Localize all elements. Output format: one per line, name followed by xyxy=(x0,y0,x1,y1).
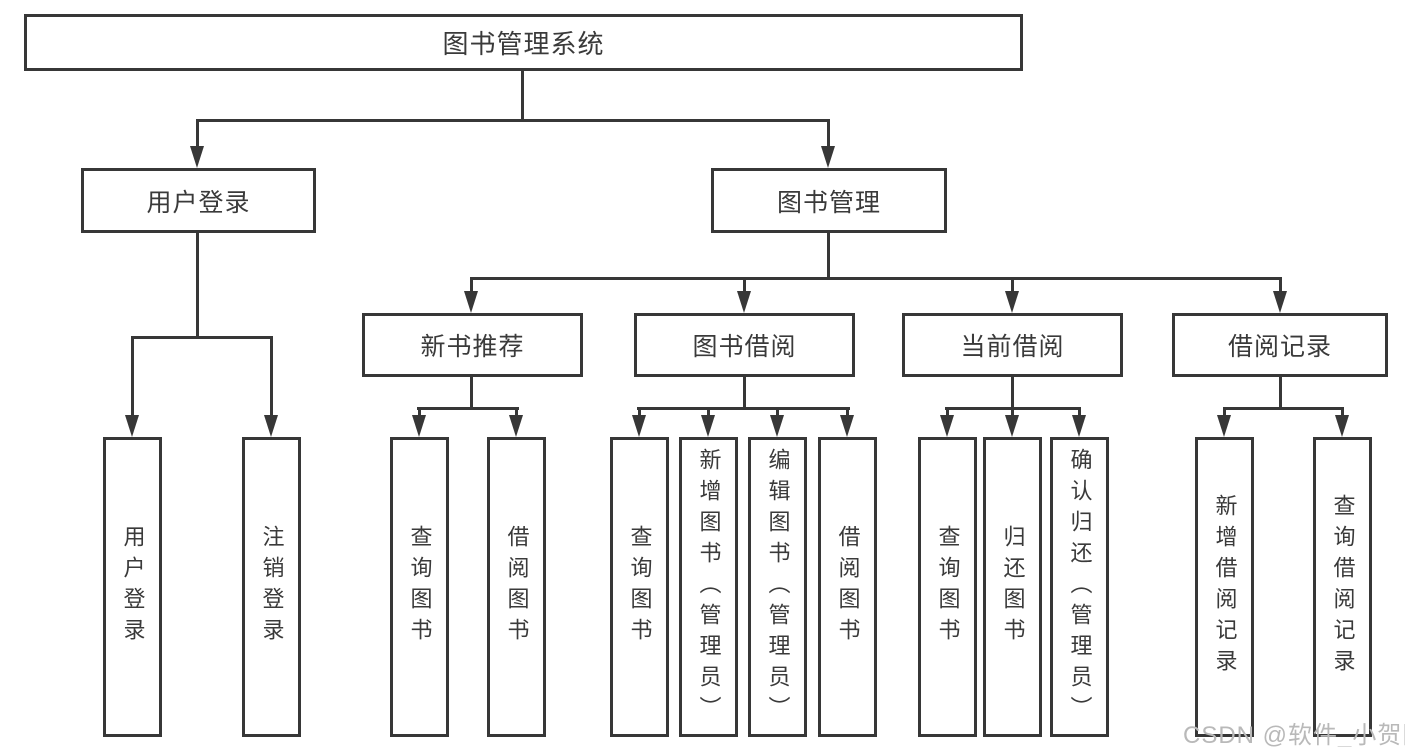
arrowhead-leaf-7 xyxy=(770,415,784,437)
leaf-label: 查询图书 xyxy=(407,525,433,649)
connector-user-login-stem xyxy=(196,232,199,336)
connector-current-borrow-stem xyxy=(1011,377,1014,407)
connector-borrow-records-rail xyxy=(1223,407,1344,410)
leaf-query-books-current: 查询图书 xyxy=(918,437,977,737)
leaf-borrow-books-recommend: 借阅图书 xyxy=(487,437,546,737)
connector-level2-rail xyxy=(196,119,830,122)
node-label: 借阅记录 xyxy=(1227,333,1332,361)
connector-book-borrow-stem xyxy=(743,377,746,407)
connector-drop-leaf-12 xyxy=(1223,407,1226,419)
leaf-label: 查询图书 xyxy=(935,525,961,649)
connector-drop-leaf-13 xyxy=(1341,407,1344,419)
leaf-confirm-return-admin: 确认归还（管理员） xyxy=(1050,437,1109,737)
arrowhead-book-management xyxy=(821,146,835,168)
connector-drop-leaf-3 xyxy=(418,407,421,419)
connector-root-stem xyxy=(521,70,524,121)
connector-new-book-rail xyxy=(417,407,519,410)
connector-borrow-records-stem xyxy=(1279,377,1282,407)
leaf-label: 新增图书（管理员） xyxy=(696,447,722,727)
leaf-add-borrow-record: 新增借阅记录 xyxy=(1195,437,1254,737)
connector-new-book-stem xyxy=(470,377,473,407)
leaf-add-books-admin: 新增图书（管理员） xyxy=(679,437,738,737)
connector-book-management-stem xyxy=(827,232,830,277)
connector-drop-current-borrow xyxy=(1011,277,1014,295)
node-library-management-system: 图书管理系统 xyxy=(24,14,1023,71)
leaf-label: 查询图书 xyxy=(627,525,653,649)
arrowhead-user-login xyxy=(190,146,204,168)
node-user-login: 用户登录 xyxy=(81,168,316,233)
connector-drop-leaf-5 xyxy=(638,407,641,419)
node-book-borrowing: 图书借阅 xyxy=(634,313,855,377)
connector-drop-leaf-11 xyxy=(1078,407,1081,419)
connector-drop-leaf-10 xyxy=(1011,407,1014,419)
arrowhead-leaf-5 xyxy=(632,415,646,437)
node-label: 用户登录 xyxy=(146,188,251,217)
node-label: 当前借阅 xyxy=(960,333,1065,361)
connector-drop-leaf-6 xyxy=(707,407,710,419)
connector-user-login-rail xyxy=(131,336,273,339)
arrowhead-leaf-logout xyxy=(264,415,278,437)
leaf-label: 编辑图书（管理员） xyxy=(765,447,791,727)
leaf-borrow-books: 借阅图书 xyxy=(818,437,877,737)
leaf-label: 借阅图书 xyxy=(835,525,861,649)
connector-drop-leaf-8 xyxy=(846,407,849,419)
arrowhead-leaf-9 xyxy=(940,415,954,437)
node-borrowing-records: 借阅记录 xyxy=(1172,313,1388,377)
leaf-logout: 注销登录 xyxy=(242,437,301,737)
arrowhead-current-borrow xyxy=(1005,291,1019,313)
leaf-user-login: 用户登录 xyxy=(103,437,162,737)
leaf-return-books: 归还图书 xyxy=(983,437,1042,737)
leaf-label: 查询借阅记录 xyxy=(1330,494,1356,680)
arrowhead-leaf-6 xyxy=(701,415,715,437)
leaf-query-books-borrow: 查询图书 xyxy=(610,437,669,737)
leaf-label: 归还图书 xyxy=(1000,525,1026,649)
arrowhead-leaf-4 xyxy=(509,415,523,437)
connector-drop-user-login xyxy=(196,119,199,148)
node-label: 图书管理 xyxy=(776,188,881,217)
node-label: 图书借阅 xyxy=(692,333,797,361)
arrowhead-leaf-8 xyxy=(840,415,854,437)
leaf-label: 确认归还（管理员） xyxy=(1067,447,1093,727)
leaf-label: 新增借阅记录 xyxy=(1212,494,1238,680)
connector-drop-book-management xyxy=(827,119,830,148)
connector-drop-leaf-logout xyxy=(270,336,273,418)
connector-level3-rail xyxy=(470,277,1282,280)
leaf-query-borrow-record: 查询借阅记录 xyxy=(1313,437,1372,737)
node-label: 图书管理系统 xyxy=(442,29,605,59)
arrowhead-leaf-13 xyxy=(1335,415,1349,437)
arrowhead-leaf-12 xyxy=(1217,415,1231,437)
node-label: 新书推荐 xyxy=(420,333,525,361)
arrowhead-leaf-3 xyxy=(412,415,426,437)
connector-drop-leaf-7 xyxy=(776,407,779,419)
connector-drop-book-borrow xyxy=(743,277,746,295)
leaf-label: 注销登录 xyxy=(259,525,285,649)
connector-drop-borrow-records xyxy=(1279,277,1282,295)
leaf-label: 借阅图书 xyxy=(504,525,530,649)
csdn-watermark: CSDN @软件_小贺同学 xyxy=(1183,722,1405,747)
arrowhead-new-book xyxy=(464,291,478,313)
connector-book-borrow-rail xyxy=(637,407,850,410)
arrowhead-borrow-records xyxy=(1273,291,1287,313)
node-current-borrowing: 当前借阅 xyxy=(902,313,1123,377)
connector-drop-leaf-9 xyxy=(946,407,949,419)
arrowhead-leaf-10 xyxy=(1005,415,1019,437)
leaf-edit-books-admin: 编辑图书（管理员） xyxy=(748,437,807,737)
node-new-book-recommendation: 新书推荐 xyxy=(362,313,583,377)
leaf-label: 用户登录 xyxy=(120,525,146,649)
leaf-query-books-recommend: 查询图书 xyxy=(390,437,449,737)
arrowhead-leaf-11 xyxy=(1072,415,1086,437)
arrowhead-book-borrow xyxy=(737,291,751,313)
arrowhead-leaf-login xyxy=(125,415,139,437)
connector-drop-leaf-4 xyxy=(515,407,518,419)
connector-drop-leaf-login xyxy=(131,336,134,418)
connector-drop-new-book xyxy=(470,277,473,295)
node-book-management: 图书管理 xyxy=(711,168,947,233)
